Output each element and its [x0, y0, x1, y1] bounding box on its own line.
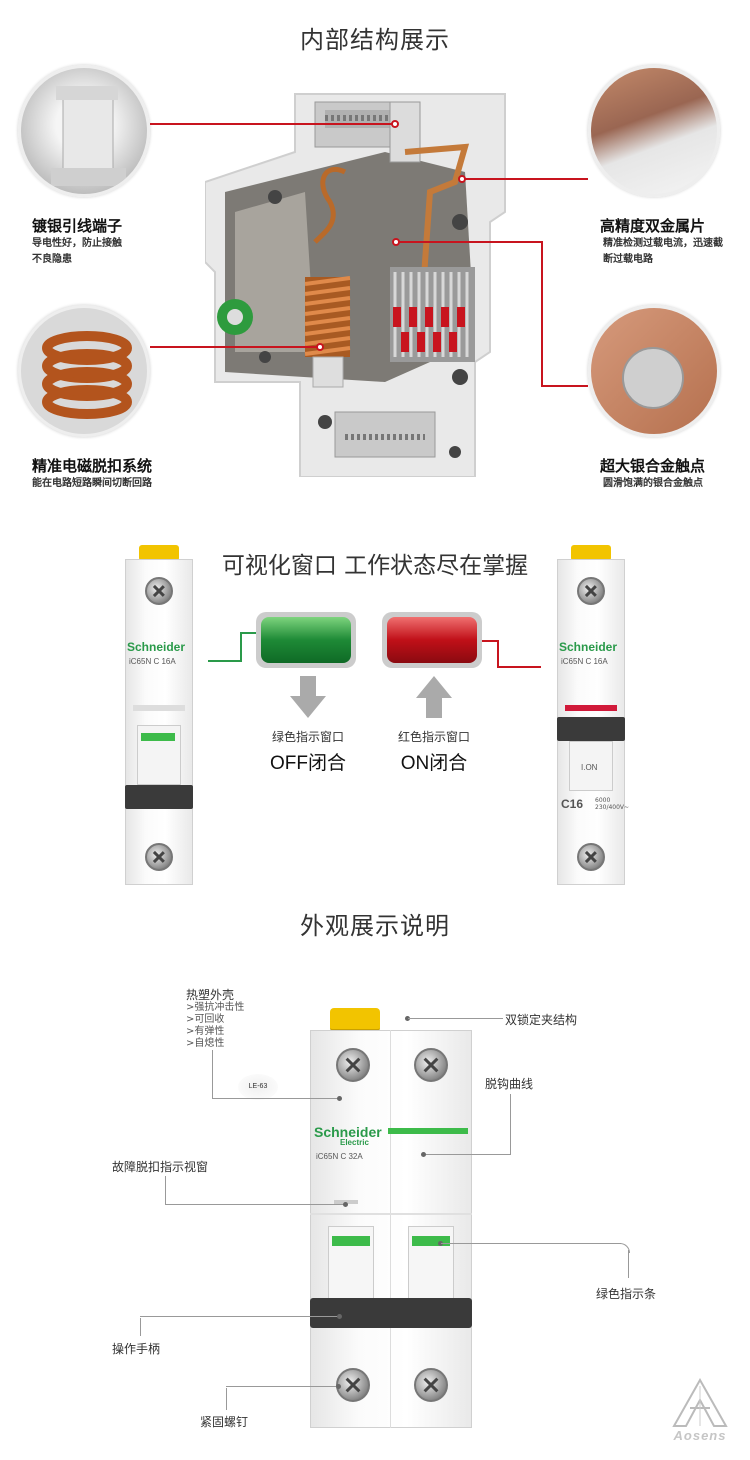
bimetal-closeup-circle	[588, 65, 720, 197]
feature-magnetic-desc: 能在电路短路瞬间切断回路	[32, 478, 152, 489]
aosens-logo: Aosens	[660, 1377, 740, 1448]
terminal-closeup-circle	[18, 65, 150, 197]
section1-title: 内部结构展示	[300, 26, 450, 54]
red-indicator-window	[382, 612, 482, 668]
label-green-bar: 绿色指示条	[596, 1287, 657, 1301]
arrow-up-icon	[416, 676, 452, 723]
red-window-state: ON闭合	[400, 753, 468, 774]
feature-contact-desc: 圆滑饱满的银合金触点	[603, 478, 703, 489]
label-trip-curve: 脱钩曲线	[485, 1077, 534, 1091]
arrow-down-icon	[290, 676, 326, 723]
shell-title: 热塑外壳	[186, 988, 235, 1002]
green-window-state: OFF闭合	[270, 753, 346, 774]
section2-title: 可视化窗口 工作状态尽在掌握	[221, 553, 529, 579]
red-window-caption: 红色指示窗口	[397, 730, 470, 744]
feature-magnetic-title: 精准电磁脱扣系统	[32, 457, 153, 475]
feature-bimetal-title: 高精度双金属片	[600, 217, 706, 235]
feature-bimetal-desc: 精准检测过载电流，迅速截断过载电路	[603, 238, 723, 265]
section3-title: 外观展示说明	[300, 912, 450, 940]
label-handle: 操作手柄	[112, 1342, 161, 1356]
green-window-caption: 绿色指示窗口	[271, 730, 344, 744]
contact-closeup-circle	[588, 305, 720, 437]
feature-contact-title: 超大银合金触点	[600, 457, 706, 475]
breaker-2pole-image: Schneider Electric iC65N C 32A	[310, 1008, 472, 1428]
breaker-off-image: Schneider iC65N C 16A	[125, 545, 193, 885]
feature-terminal-title: 镀银引线端子	[32, 217, 123, 235]
feature-terminal-desc: 导电性好，防止接触不良隐患	[32, 238, 122, 265]
internal-structure-image	[204, 92, 515, 478]
label-screw: 紧固螺钉	[200, 1415, 249, 1429]
le63-badge: LE-63	[238, 1074, 278, 1100]
shell-items: >强抗冲击性 >可回收 >有弹性 >自熄性	[186, 1002, 245, 1049]
green-indicator-window	[256, 612, 356, 668]
label-fault-window: 故障脱扣指示视窗	[112, 1160, 209, 1174]
coil-closeup-circle	[18, 305, 150, 437]
label-double-lock: 双锁定夹结构	[505, 1013, 578, 1027]
